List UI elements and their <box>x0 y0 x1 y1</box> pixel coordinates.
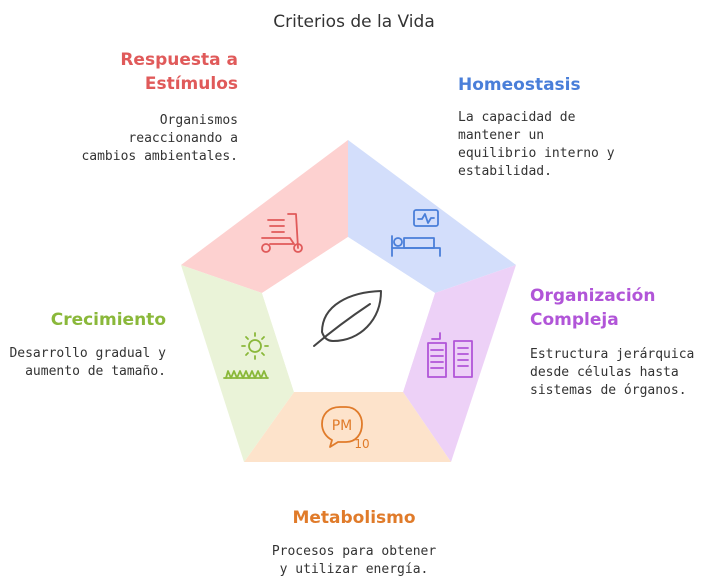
heading-homeostasis: Homeostasis <box>458 75 581 95</box>
desc-organizacion: Estructura jerárquica desde células hast… <box>530 347 695 398</box>
heading-respuesta: Respuesta a Estímulos <box>120 50 238 94</box>
segment-metabolismo <box>244 392 451 462</box>
pm10-bubble-icon: PM 10 <box>321 406 370 451</box>
segment-organizacion <box>403 265 516 462</box>
diagram-title: Criterios de la Vida <box>273 12 435 32</box>
sun-grass-icon <box>223 332 269 379</box>
pm10-top-text: PM <box>332 418 353 434</box>
center-pentagon <box>262 237 435 392</box>
buildings-icon <box>427 332 473 378</box>
segment-crecimiento <box>181 265 294 462</box>
heading-organizacion: Organización Compleja <box>530 286 656 330</box>
heading-crecimiento: Crecimiento <box>50 310 166 330</box>
hospital-bed-monitor-icon <box>391 209 441 257</box>
desc-homeostasis: La capacidad de mantener un equilibrio i… <box>458 110 615 179</box>
heading-metabolismo: Metabolismo <box>292 508 416 528</box>
leaf-icon <box>313 290 382 347</box>
pm10-bottom-text: 10 <box>354 437 369 451</box>
desc-metabolismo: Procesos para obtener y utilizar energía… <box>271 544 437 577</box>
segment-homeostasis <box>348 140 516 293</box>
desc-crecimiento: Desarrollo gradual y aumento de tamaño. <box>9 346 166 379</box>
scooter-icon <box>261 213 303 253</box>
desc-respuesta: Organismos reaccionando a cambios ambien… <box>81 113 238 164</box>
segment-respuesta <box>181 140 348 293</box>
